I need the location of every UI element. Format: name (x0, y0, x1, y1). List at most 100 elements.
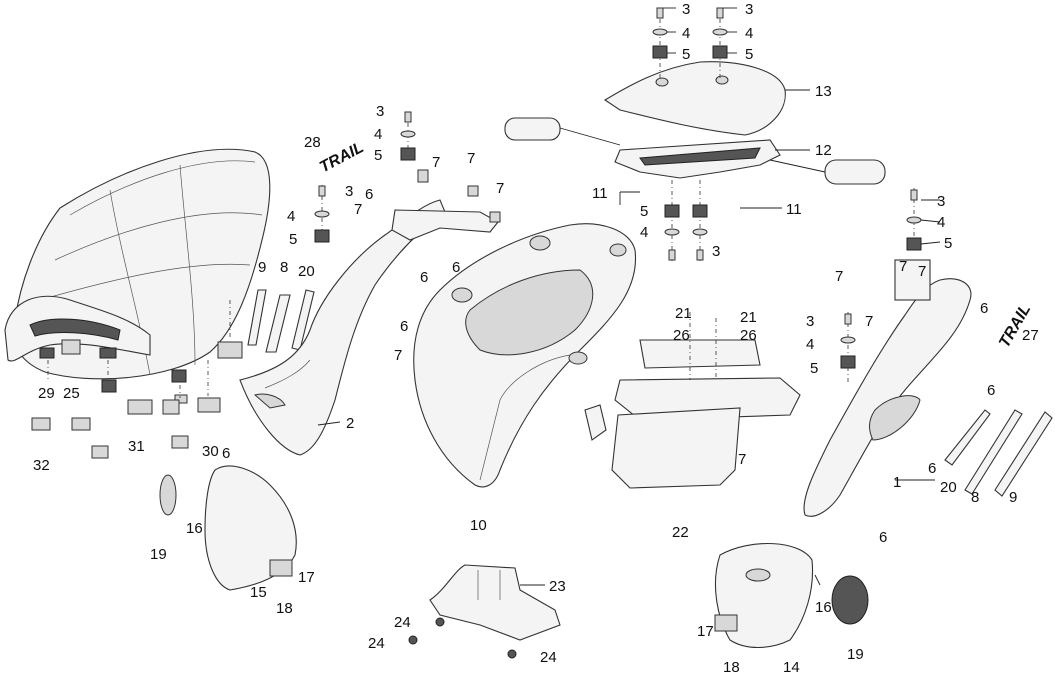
callout-10: 10 (470, 517, 487, 534)
callout-18: 18 (276, 600, 293, 617)
callout-24: 24 (368, 635, 385, 652)
callout-6: 6 (365, 186, 373, 203)
callout-27: 27 (1022, 327, 1039, 344)
callout-6: 6 (222, 445, 230, 462)
callout-5: 5 (745, 46, 753, 63)
callout-7: 7 (738, 451, 746, 468)
callout-4: 4 (745, 25, 753, 42)
right-lower-panel (714, 542, 869, 648)
callout-20: 20 (298, 263, 315, 280)
rear-rack (603, 61, 786, 179)
callout-19: 19 (847, 646, 864, 663)
callout-26: 26 (740, 327, 757, 344)
callout-7: 7 (835, 268, 843, 285)
callout-23: 23 (549, 578, 566, 595)
callout-19: 19 (150, 546, 167, 563)
seat-hardware (31, 300, 243, 459)
callout-8: 8 (971, 489, 979, 506)
callout-11: 11 (786, 201, 802, 218)
callout-4: 4 (682, 25, 690, 42)
callout-7: 7 (432, 154, 440, 171)
callout-7: 7 (467, 150, 475, 167)
fastener-stack-left (314, 111, 416, 243)
callout-6: 6 (420, 269, 428, 286)
under-tray (611, 312, 801, 489)
right-side-cover (803, 259, 972, 517)
rear-fender (413, 223, 637, 488)
left-side-cover (239, 199, 446, 456)
callout-4: 4 (374, 126, 382, 143)
callout-31: 31 (128, 438, 145, 455)
callout-2: 2 (346, 415, 354, 432)
callout-18: 18 (723, 659, 740, 676)
callout-4: 4 (287, 208, 295, 225)
callout-6: 6 (980, 300, 988, 317)
callout-15: 15 (250, 584, 267, 601)
callout-9: 9 (258, 259, 266, 276)
callout-11: 11 (592, 185, 608, 202)
callout-3: 3 (937, 193, 945, 210)
callout-3: 3 (806, 313, 814, 330)
leader-lines (317, 7, 941, 586)
callout-17: 17 (298, 569, 315, 586)
callout-5: 5 (810, 360, 818, 377)
left-lower-panel (159, 465, 297, 591)
callout-5: 5 (682, 46, 690, 63)
callout-28: 28 (304, 134, 321, 151)
callout-7: 7 (496, 180, 504, 197)
callout-21: 21 (675, 305, 692, 322)
callout-labels: 3 4 5 3 4 5 13 12 11 11 5 4 3 3 4 5 28 3… (33, 1, 1039, 676)
callout-17: 17 (697, 623, 714, 640)
rear-bracket-23 (408, 564, 561, 659)
callout-6: 6 (400, 318, 408, 335)
turn-indicators (504, 117, 886, 185)
callout-5: 5 (640, 203, 648, 220)
callout-32: 32 (33, 457, 50, 474)
callout-30: 30 (202, 443, 219, 460)
callout-5: 5 (944, 235, 952, 252)
callout-3: 3 (345, 183, 353, 200)
callout-13: 13 (815, 83, 832, 100)
callout-1: 1 (893, 474, 901, 491)
callout-3: 3 (712, 243, 720, 260)
callout-20: 20 (940, 479, 957, 496)
fastener-stack-top (652, 7, 728, 262)
callout-4: 4 (806, 336, 814, 353)
callout-29: 29 (38, 385, 55, 402)
callout-14: 14 (783, 659, 800, 676)
seat (4, 148, 271, 380)
callout-24: 24 (394, 614, 411, 631)
callout-6: 6 (987, 382, 995, 399)
callout-5: 5 (289, 231, 297, 248)
seal-strips-right (944, 409, 1053, 497)
callout-8: 8 (280, 259, 288, 276)
callout-3: 3 (745, 1, 753, 18)
callout-5: 5 (374, 147, 382, 164)
callout-6: 6 (928, 460, 936, 477)
left-bracket (391, 169, 501, 241)
callout-6: 6 (879, 529, 887, 546)
callout-7: 7 (918, 263, 926, 280)
callout-22: 22 (672, 524, 689, 541)
seal-strips-left (247, 289, 315, 353)
callout-6: 6 (452, 259, 460, 276)
callout-7: 7 (354, 201, 362, 218)
callout-7: 7 (394, 347, 402, 364)
callout-25: 25 (63, 385, 80, 402)
callout-4: 4 (937, 214, 945, 231)
callout-16: 16 (186, 520, 203, 537)
callout-21: 21 (740, 309, 757, 326)
callout-3: 3 (682, 1, 690, 18)
callout-9: 9 (1009, 489, 1017, 506)
callout-3: 3 (376, 103, 384, 120)
callout-12: 12 (815, 142, 832, 159)
callout-7: 7 (865, 313, 873, 330)
svg-text:TRAIL: TRAIL (317, 139, 367, 176)
callout-4: 4 (640, 224, 648, 241)
trail-decal-left: TRAIL (317, 139, 367, 176)
callout-26: 26 (673, 327, 690, 344)
callout-7: 7 (899, 258, 907, 275)
callout-16: 16 (815, 599, 832, 616)
fastener-stack-right (840, 188, 922, 385)
